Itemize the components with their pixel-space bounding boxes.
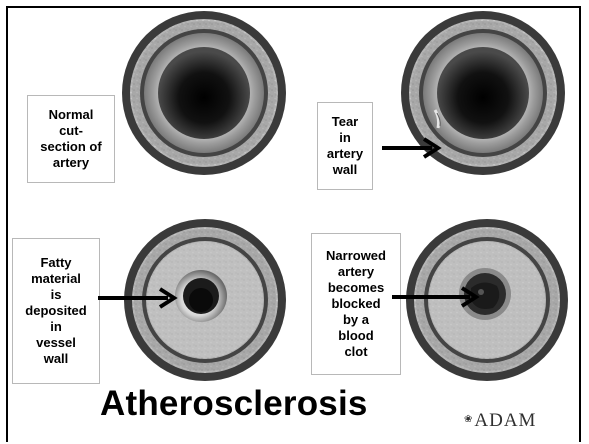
adam-logo: ❀ADAM [464,410,536,432]
normal-artery-image [121,10,287,176]
adam-logo-icon: ❀ [464,414,473,425]
tear-label: Tear in artery wall [317,102,373,190]
tear-arrow [380,137,446,161]
page-title: Atherosclerosis [100,384,368,424]
fatty-material-arrow [96,286,182,310]
blood-clot-arrow [390,285,486,309]
fatty-material-label: Fatty material is deposited in vessel wa… [12,238,100,384]
normal-artery-label: Normal cut- section of artery [27,95,115,183]
adam-logo-text: ADAM [474,410,536,431]
blood-clot-label: Narrowed artery becomes blocked by a blo… [311,233,401,375]
